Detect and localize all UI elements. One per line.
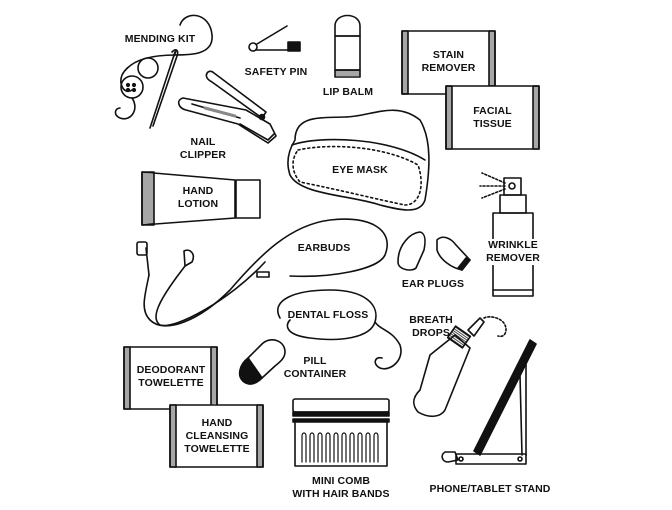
label-phone-tablet-stand: PHONE/TABLET STAND xyxy=(429,483,551,495)
label-ear-plugs: EAR PLUGS xyxy=(401,278,465,290)
phone-tablet-stand-icon xyxy=(441,339,537,465)
hand-lotion-icon xyxy=(141,171,261,226)
earbuds-icon xyxy=(136,218,388,327)
label-breath-drops: BREATH DROPS xyxy=(409,314,453,339)
label-mini-comb: MINI COMB WITH HAIR BANDS xyxy=(292,475,390,500)
label-eye-mask: EYE MASK xyxy=(332,164,388,176)
label-nail-clipper: NAIL CLIPPER xyxy=(179,136,227,161)
label-hand-cleansing-towelette: HAND CLEANSING TOWELETTE xyxy=(184,417,250,455)
mending-kit-icon xyxy=(114,14,213,129)
facial-tissue-icon xyxy=(445,85,540,150)
pill-container-icon xyxy=(238,339,286,385)
label-lip-balm: LIP BALM xyxy=(322,86,374,98)
hand-cleansing-towelette-icon xyxy=(169,404,264,468)
label-earbuds: EARBUDS xyxy=(297,242,351,254)
label-mending-kit: MENDING KIT xyxy=(124,33,196,45)
dental-floss-icon xyxy=(277,289,402,370)
label-hand-lotion: HAND LOTION xyxy=(177,185,219,210)
label-pill-container: PILL CONTAINER xyxy=(283,355,347,380)
label-stain-remover: STAIN REMOVER xyxy=(421,49,476,74)
label-dental-floss: DENTAL FLOSS xyxy=(287,309,369,321)
safety-pin-icon xyxy=(248,25,301,52)
label-facial-tissue: FACIAL TISSUE xyxy=(473,105,512,130)
wrinkle-remover-icon xyxy=(479,172,534,297)
deodorant-towelette-icon xyxy=(123,346,218,410)
mini-comb-icon xyxy=(292,398,390,467)
breath-drops-icon xyxy=(412,316,507,418)
ear-plugs-icon xyxy=(397,231,471,271)
nail-clipper-icon xyxy=(177,70,277,144)
label-deodorant-towelette: DEODORANT TOWELETTE xyxy=(136,364,206,389)
eye-mask-icon xyxy=(287,109,430,211)
stain-remover-icon xyxy=(401,30,496,95)
label-safety-pin: SAFETY PIN xyxy=(244,66,308,78)
lip-balm-icon xyxy=(334,14,361,78)
label-wrinkle-remover: WRINKLE REMOVER xyxy=(483,239,543,265)
